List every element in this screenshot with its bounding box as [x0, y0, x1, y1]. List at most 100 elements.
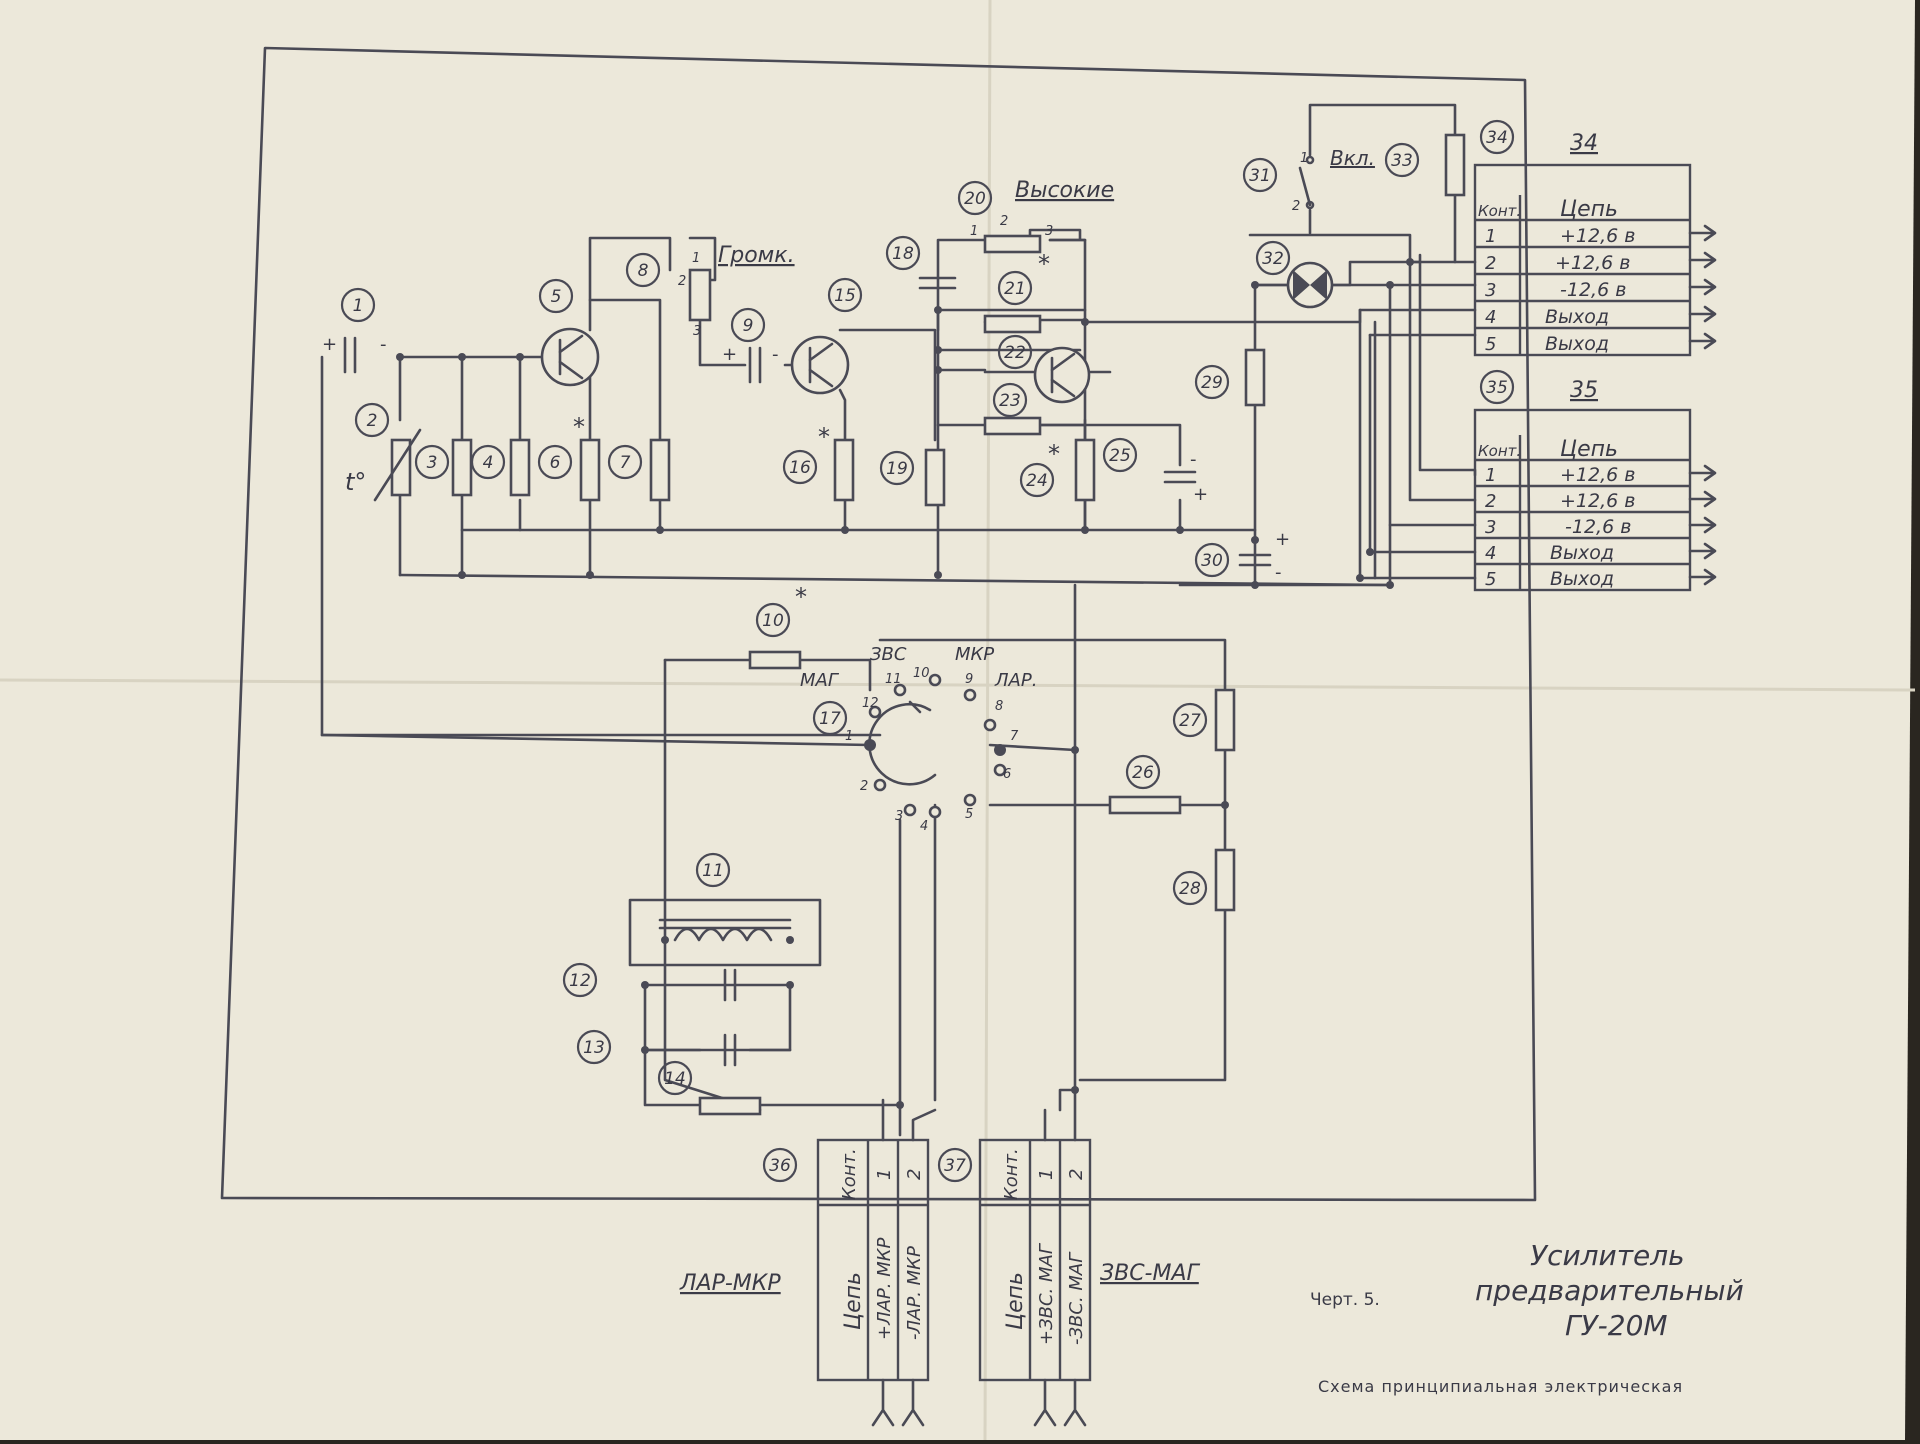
- table34-header-kont: Конт.: [1478, 202, 1521, 220]
- label-mag: МАГ: [800, 670, 840, 691]
- table34-cep-3: -12,6 в: [1560, 279, 1626, 301]
- resistor-23: [983, 416, 1042, 436]
- connector-feed-wires: [881, 1088, 1077, 1142]
- cap25-plus: +: [1193, 484, 1208, 505]
- connector-table-36: Конт. 1 2 Цепь +ЛАР. МКР -ЛАР. МКР: [816, 1138, 930, 1427]
- comp-num-31: 31: [1249, 166, 1271, 186]
- rot-pin-3: 3: [895, 809, 903, 824]
- comp-num-4: 4: [483, 453, 494, 473]
- table34-header-cep: Цепь: [1560, 197, 1618, 222]
- capacitor-13: [723, 1033, 737, 1067]
- table37-row-1: +ЗВС. МАГ: [1036, 1242, 1057, 1345]
- lamp-32: [1286, 261, 1334, 309]
- pot8-pin1: 1: [692, 251, 700, 266]
- resistor-7: [579, 438, 601, 502]
- cap30-minus: -: [1275, 562, 1282, 583]
- pot8-pin3: 3: [693, 324, 701, 339]
- title-line-2: предварительный: [1475, 1274, 1744, 1307]
- label-zvs: ЗВС: [870, 644, 907, 665]
- comp-num-16: 16: [789, 458, 811, 478]
- resistor-7b: [649, 438, 671, 502]
- table34-kont-5: 5: [1485, 334, 1496, 355]
- potentiometer-8: [688, 268, 712, 322]
- rot-pin-12: 12: [862, 696, 879, 711]
- inductor-11: [658, 918, 792, 942]
- pot20-pin1: 1: [970, 224, 978, 239]
- star-16: *: [818, 423, 830, 451]
- comp-num-8: 8: [638, 261, 649, 281]
- junction-dots: [396, 258, 1414, 1109]
- table34-kont-1: 1: [1485, 226, 1496, 247]
- comp-num-37: 37: [944, 1156, 966, 1176]
- rot-pin-7: 7: [1010, 729, 1019, 744]
- cap9-plus: +: [722, 344, 737, 365]
- comp-num-21: 21: [1004, 279, 1026, 299]
- comp-num-19: 19: [886, 459, 908, 479]
- resistor-28: [1214, 848, 1236, 912]
- comp-num-6: 6: [550, 453, 561, 473]
- table37-header-1: 1: [1036, 1169, 1057, 1180]
- switch-31: [1298, 155, 1315, 210]
- comp-num-24: 24: [1026, 471, 1048, 491]
- table36-header-1: 1: [874, 1169, 895, 1180]
- table35-cep-4: Выход: [1550, 542, 1614, 564]
- schematic-frame: [220, 46, 1537, 1202]
- resistors: [373, 133, 1466, 1116]
- table34-kont-3: 3: [1485, 280, 1496, 301]
- table35-cep-5: Выход: [1550, 568, 1614, 590]
- table36-header-kont: Конт.: [839, 1148, 860, 1200]
- comp-num-34: 34: [1486, 128, 1508, 148]
- table34-title: 34: [1570, 131, 1598, 156]
- resistor-29: [1244, 348, 1266, 407]
- star-24: *: [1048, 440, 1060, 468]
- pot8-pin2: 2: [678, 274, 686, 289]
- comp-num-9: 9: [743, 316, 754, 336]
- thermistor-slash: [373, 428, 422, 502]
- label-gromk: Громк.: [718, 243, 795, 268]
- fuse-33: [1444, 133, 1466, 197]
- table35-cep-1: +12,6 в: [1560, 464, 1635, 486]
- comp-num-2: 2: [367, 411, 378, 431]
- table37-cep-label: Цепь: [1003, 1272, 1028, 1330]
- connector-table-34: 34 Конт. Цепь 1 +12,6 в 2 +12,6 в 3 -12,…: [1473, 131, 1717, 357]
- label-mkr: МКР: [955, 644, 994, 665]
- title-line-3: ГУ-20М: [1565, 1309, 1668, 1342]
- connector-table-35: 35 Конт. Цепь 1 +12,6 в 2 +12,6 в 3 -12,…: [1473, 378, 1717, 592]
- table36-header-2: 2: [904, 1169, 925, 1180]
- table35-kont-1: 1: [1485, 465, 1496, 486]
- resistor-26: [1108, 795, 1182, 815]
- resistor-24: [1074, 438, 1096, 502]
- comp-num-5: 5: [551, 287, 562, 307]
- comp-num-18: 18: [892, 244, 914, 264]
- resistor-14: [698, 1096, 762, 1116]
- text-labels: Громк. Высокие Вкл. ЗВС МКР МАГ ЛАР. t° …: [322, 146, 1375, 834]
- cap1-plus: +: [322, 334, 337, 355]
- resistor-4: [451, 438, 473, 497]
- comp-num-36: 36: [769, 1156, 791, 1176]
- comp-num-25: 25: [1109, 446, 1131, 466]
- potentiometer-20: [983, 234, 1042, 254]
- resistor-16: [833, 438, 855, 502]
- cap30-plus: +: [1275, 529, 1290, 550]
- label-lar: ЛАР.: [994, 670, 1037, 691]
- table35-kont-5: 5: [1485, 569, 1496, 590]
- pot20-pin3: 3: [1045, 224, 1053, 239]
- comp-num-15: 15: [834, 286, 856, 306]
- rot-pin-8: 8: [995, 699, 1003, 714]
- rot-pin-1: 1: [845, 729, 853, 744]
- capacitor-30: [1238, 553, 1272, 567]
- comp-num-27: 27: [1179, 711, 1201, 731]
- comp-num-20: 20: [964, 189, 986, 209]
- table35-title: 35: [1570, 378, 1598, 403]
- comp-num-29: 29: [1201, 373, 1223, 393]
- table34-cep-2: +12,6 в: [1555, 252, 1630, 274]
- comp-num-14: 14: [664, 1069, 686, 1089]
- star-21: *: [1038, 250, 1050, 278]
- comp-num-3: 3: [427, 453, 438, 473]
- label-vysokie: Высокие: [1015, 178, 1114, 203]
- capacitors: [343, 276, 1272, 1067]
- table35-header-kont: Конт.: [1478, 442, 1521, 460]
